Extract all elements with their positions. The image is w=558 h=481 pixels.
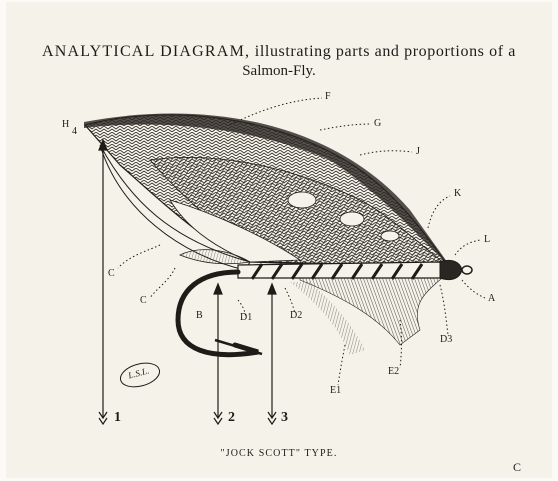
label-E1: E1 [330,385,341,396]
label-C-upper: C [108,268,115,279]
caption: "JOCK SCOTT" TYPE. [0,448,558,459]
label-L: L [484,234,490,245]
hook-eye [462,266,472,274]
measure-arrow-3 [268,284,276,424]
label-D3: D3 [440,334,452,345]
label-D1: D1 [240,312,252,323]
label-4: 4 [72,126,77,137]
label-K: K [454,188,461,199]
label-D2: D2 [290,310,302,321]
wing-spot-2 [340,212,364,226]
label-G: G [374,118,381,129]
label-3: 3 [281,410,288,426]
wing-spot-1 [288,192,316,208]
label-J: J [416,146,420,157]
label-F: F [325,91,331,102]
label-H: H [62,119,69,130]
fly-head [440,260,462,279]
plate-letter: C [513,460,521,475]
measure-arrow-1 [99,140,107,424]
label-1: 1 [114,410,121,426]
label-C-lower: C [140,295,147,306]
wing-spot-3 [381,231,399,241]
label-A: A [488,293,495,304]
label-B: B [196,310,203,321]
label-2: 2 [228,410,235,426]
label-E2: E2 [388,366,399,377]
